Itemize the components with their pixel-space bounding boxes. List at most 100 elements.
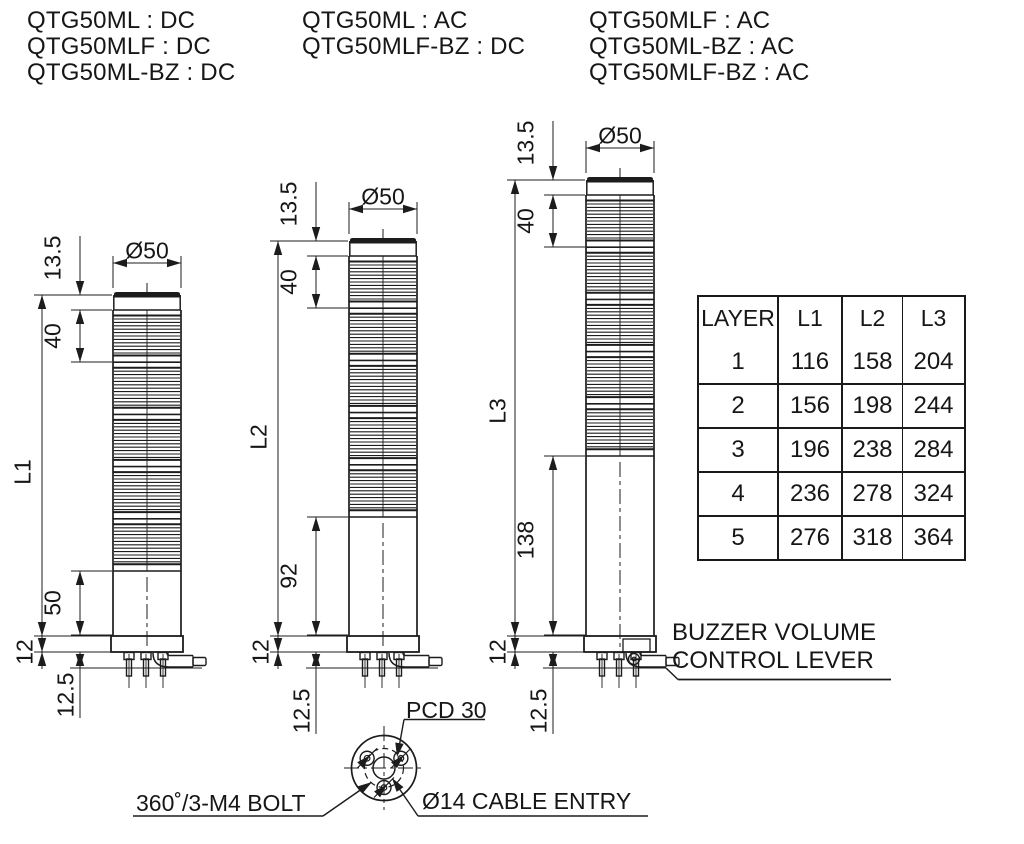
- buzzer-lever-knob-center: [631, 656, 637, 662]
- bolt-mark-arrow: [391, 755, 404, 769]
- buzzer-lever-knob: [627, 652, 641, 666]
- dim-body-arrow: [311, 517, 321, 531]
- table-header-cell: L1: [778, 296, 843, 340]
- dim-base-arrow: [273, 622, 283, 636]
- dim-lens-height-label: 40: [512, 208, 539, 234]
- table-cell: 278: [842, 472, 903, 517]
- bolt-hole: [376, 779, 392, 796]
- dim-cap-height-label: 13.5: [275, 181, 302, 227]
- dim-base-arrow: [510, 652, 520, 666]
- dim-lens-arrow: [311, 294, 321, 308]
- dim-diameter-label: Ø50: [361, 183, 405, 210]
- dim-bolt-arrow: [311, 654, 321, 668]
- dim-overall-arrow: [510, 180, 520, 194]
- model-line: QTG50ML : AC: [302, 7, 468, 34]
- table-header-cell: L2: [842, 296, 903, 340]
- dim-diameter-label: Ø50: [598, 122, 642, 149]
- model-line: QTG50MLF-BZ : DC: [302, 33, 526, 60]
- dim-base-height-label: 12: [484, 639, 511, 665]
- table-cell: 5: [698, 516, 779, 560]
- table-cell: 3: [698, 428, 779, 473]
- table-cell: 196: [778, 428, 843, 473]
- dim-cap-arrow: [548, 166, 558, 180]
- buzzer-volume-callout-line2: CONTROL LEVER: [672, 647, 874, 674]
- dim-body-arrow: [75, 621, 85, 635]
- table-cell: 116: [778, 340, 843, 385]
- dim-bolt-length-label: 12.5: [52, 672, 79, 718]
- cable-top: [166, 652, 193, 657]
- cable-entry-callout: Ø14 CABLE ENTRY: [422, 788, 632, 814]
- dim-overall-arrow: [273, 638, 283, 652]
- dim-bolt-length-label: 12.5: [288, 688, 315, 734]
- model-list-ac: QTG50MLF : AC QTG50ML-BZ : AC QTG50MLF-B…: [589, 8, 810, 86]
- dim-body-height-label: 50: [39, 590, 66, 616]
- bolt-mark-arrow: [374, 784, 387, 798]
- dim-body-arrow: [548, 621, 558, 635]
- pcd-leader-arrow: [395, 742, 404, 757]
- table-cell: 4: [698, 472, 779, 517]
- dim-lens-arrow: [311, 256, 321, 270]
- dim-lens-height-label: 40: [275, 269, 302, 295]
- dim-diameter-arrow: [167, 258, 181, 268]
- dim-base-height-label: 12: [247, 639, 274, 665]
- dim-cap-height-label: 13.5: [39, 235, 66, 281]
- dim-lens-arrow: [75, 310, 85, 324]
- table-cell: 284: [902, 428, 965, 473]
- dim-base-arrow: [37, 652, 47, 666]
- dim-body-arrow: [311, 621, 321, 635]
- table-cell: 156: [778, 384, 843, 429]
- buzzer-leader: [665, 667, 679, 681]
- dim-diameter-arrow: [113, 258, 127, 268]
- dim-overall-height-label: L3: [484, 398, 511, 424]
- bolt-hole-center: [363, 754, 371, 762]
- dim-overall-height-label: L1: [9, 459, 36, 485]
- table-cell: 236: [778, 472, 843, 517]
- model-line: QTG50MLF : DC: [27, 33, 211, 60]
- dim-overall-arrow: [510, 638, 520, 652]
- dim-diameter-arrow: [349, 204, 363, 214]
- cable-top: [402, 652, 429, 657]
- model-line: QTG50ML-BZ : DC: [27, 59, 236, 86]
- dim-diameter-label: Ø50: [125, 237, 169, 264]
- dim-overall-height-label: L2: [245, 424, 272, 450]
- dim-base-arrow: [510, 622, 520, 636]
- dim-diameter-arrow: [640, 143, 654, 153]
- dim-cap-height-label: 13.5: [512, 120, 539, 166]
- table-cell: 204: [902, 340, 965, 385]
- dim-overall-arrow: [37, 295, 47, 309]
- bolt-hole-center: [397, 754, 405, 762]
- cable-connector-tip: [428, 656, 443, 667]
- bolt-leader-arrow: [358, 782, 372, 794]
- dim-lens-arrow: [548, 233, 558, 247]
- table-cell: 198: [842, 384, 903, 429]
- model-list-dc: QTG50ML : DC QTG50MLF : DC QTG50ML-BZ : …: [27, 8, 235, 86]
- model-line: QTG50MLF-BZ : AC: [589, 59, 810, 86]
- bolt-hole: [393, 750, 409, 766]
- cable-leader-arrow: [392, 778, 404, 792]
- cable-connector-tip: [665, 656, 680, 667]
- model-list-mixed: QTG50ML : AC QTG50MLF-BZ : DC: [302, 8, 525, 60]
- table-cell: 238: [842, 428, 903, 473]
- table-cell: 364: [913, 524, 954, 551]
- dim-lens-height-label: 40: [39, 323, 66, 349]
- table-cell: 1: [698, 340, 779, 385]
- dim-bolt-length-label: 12.5: [525, 688, 552, 734]
- cable-outer: [152, 652, 193, 668]
- cable-top: [639, 652, 666, 657]
- buzzer-volume-callout-line1: BUZZER VOLUME: [672, 619, 877, 646]
- table-header-cell: LAYER: [698, 296, 779, 340]
- table-cell: 158: [842, 340, 903, 385]
- table-cell: 324: [902, 472, 965, 517]
- pcd-callout: PCD 30: [406, 697, 487, 723]
- dim-body-height-label: 92: [275, 563, 302, 589]
- cable-connector-tip: [192, 656, 207, 667]
- dim-bolt-arrow: [548, 654, 558, 668]
